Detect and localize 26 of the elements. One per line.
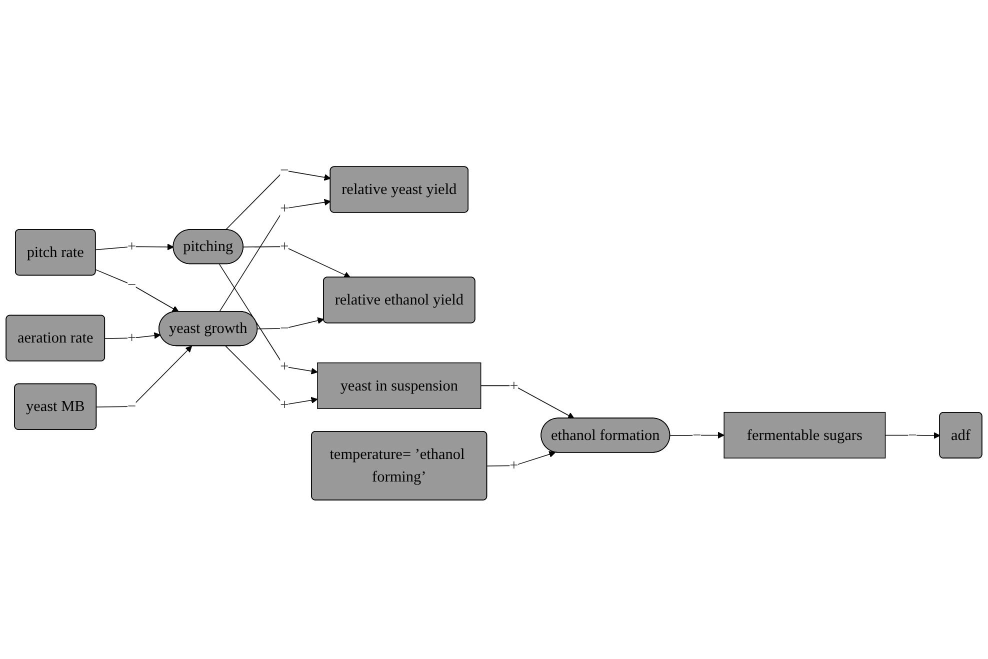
arrow — [486, 451, 556, 466]
edge-label: + — [128, 330, 136, 346]
edge-label: + — [280, 200, 289, 217]
edge-label: + — [280, 396, 289, 414]
edge-label: + — [510, 377, 518, 394]
edge-label: − — [128, 398, 136, 416]
arrow — [225, 170, 331, 230]
edge-label: − — [692, 426, 702, 444]
arrow — [104, 332, 161, 339]
arrow — [480, 385, 574, 419]
edge-label: + — [128, 238, 136, 256]
edge-label: − — [280, 320, 289, 337]
arrow — [257, 317, 324, 330]
edge-label: + — [280, 238, 289, 256]
edge-label: − — [128, 276, 136, 294]
arrow — [95, 269, 179, 312]
node-box: yeast in suspension — [317, 362, 482, 409]
arrow — [96, 346, 192, 408]
arrow — [95, 244, 174, 250]
arrow — [225, 346, 318, 406]
edge-label: + — [280, 358, 289, 376]
arrow — [243, 246, 351, 278]
edge-label: + — [510, 457, 518, 474]
edge-label: − — [908, 426, 917, 444]
node-box: fermentable sugars — [724, 412, 886, 458]
edge-label: − — [280, 162, 289, 179]
